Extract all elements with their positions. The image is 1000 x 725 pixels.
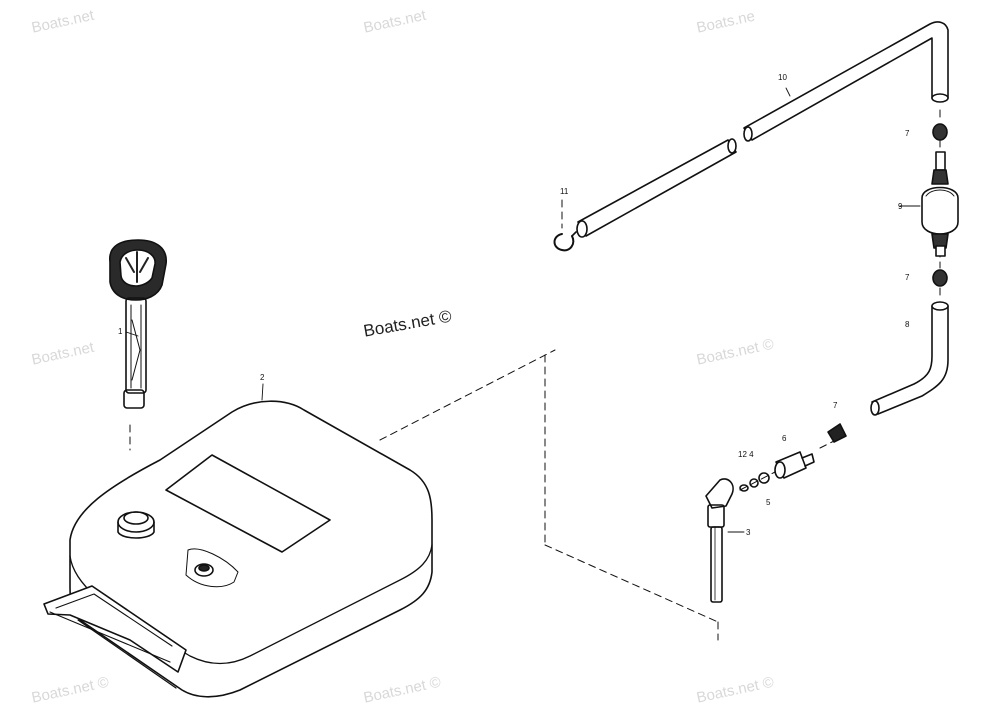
long-hose-part (576, 21, 949, 238)
callout-7-top: 7 (905, 129, 910, 138)
callout-9: 9 (898, 202, 903, 211)
fuel-tank-part (43, 400, 433, 698)
fittings-part (827, 123, 948, 443)
primer-bulb-part (921, 151, 959, 257)
clamp-part (553, 231, 577, 252)
callout-7-middle: 7 (905, 273, 910, 282)
callout-12-4: 12 4 (738, 450, 754, 459)
fuel-gauge-part (109, 239, 167, 409)
callout-10: 10 (778, 73, 787, 82)
callout-labels: 1 2 3 5 6 7 7 7 8 9 10 11 12 4 (118, 73, 910, 537)
connector-part (774, 451, 815, 479)
short-hose-part (870, 301, 949, 416)
callout-1: 1 (118, 327, 123, 336)
washers-part (739, 472, 770, 492)
callout-3: 3 (746, 528, 751, 537)
callout-8: 8 (905, 320, 910, 329)
callout-11: 11 (560, 187, 569, 196)
leader-lines (125, 87, 921, 533)
callout-2: 2 (260, 373, 265, 382)
callout-5: 5 (766, 498, 771, 507)
callout-6: 6 (782, 434, 787, 443)
pickup-tube-part (705, 478, 734, 603)
callout-7-lower: 7 (833, 401, 838, 410)
